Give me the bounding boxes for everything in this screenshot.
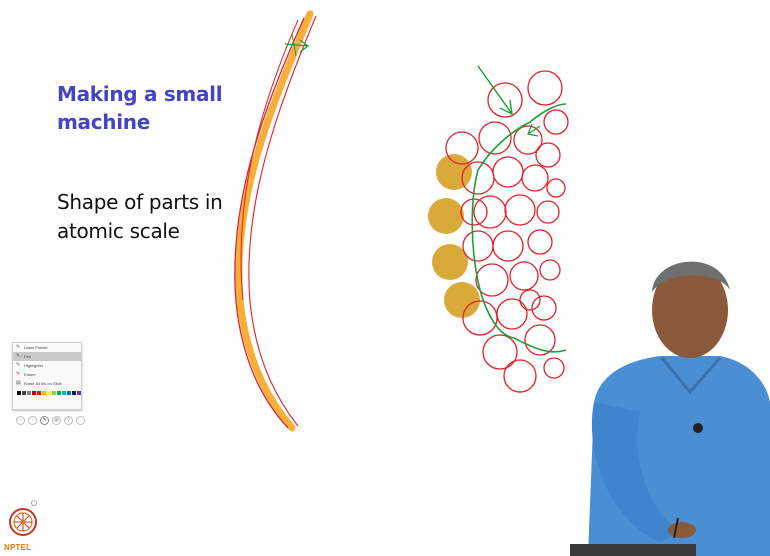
atom-gold — [432, 244, 468, 280]
pen-icon: ✎ — [16, 354, 21, 359]
pen-icon[interactable]: ✎ — [40, 416, 49, 425]
presenter-video — [570, 232, 770, 556]
pen-options-menu: ✎ Laser Pointer ✎ Pen ✎ Highlighter ✎ Er… — [12, 342, 82, 410]
zoom-icon[interactable]: ⚲ — [64, 416, 73, 425]
color-swatch[interactable] — [27, 391, 31, 395]
color-swatch[interactable] — [22, 391, 26, 395]
menu-item-label: Laser Pointer — [24, 345, 48, 350]
ink-arrow-green — [478, 66, 512, 114]
color-swatch[interactable] — [32, 391, 36, 395]
menu-item-label: Eraser — [24, 372, 36, 377]
menu-item-laser-pointer[interactable]: ✎ Laser Pointer — [13, 343, 81, 352]
slideshow-toolbar: ‹ › ✎ ▦ ⚲ … — [16, 416, 85, 425]
highlighter-stroke — [239, 14, 310, 428]
color-swatch[interactable] — [47, 391, 51, 395]
erase-all-icon: ▤ — [16, 381, 21, 386]
laser-pointer-icon: ✎ — [16, 345, 21, 350]
ink-stroke-green-outline — [472, 170, 566, 352]
color-swatch[interactable] — [37, 391, 41, 395]
previous-icon[interactable]: ‹ — [16, 416, 25, 425]
color-swatch[interactable] — [57, 391, 61, 395]
color-swatch[interactable] — [67, 391, 71, 395]
atom-gold — [436, 154, 472, 190]
menu-item-pen[interactable]: ✎ Pen — [13, 352, 81, 361]
more-icon[interactable]: … — [76, 416, 85, 425]
atom-gold — [444, 282, 480, 318]
menu-item-highlighter[interactable]: ✎ Highlighter — [13, 361, 81, 370]
menu-item-erase-all[interactable]: ▤ Erase All Ink on Slide — [13, 379, 81, 388]
color-swatch[interactable] — [77, 391, 81, 395]
color-swatch[interactable] — [72, 391, 76, 395]
logo-label: NPTEL — [4, 543, 31, 552]
eraser-icon: ✎ — [16, 372, 21, 377]
highlighter-icon: ✎ — [16, 363, 21, 368]
color-swatch[interactable] — [42, 391, 46, 395]
view-all-icon[interactable]: ▦ — [52, 416, 61, 425]
next-icon[interactable]: › — [28, 416, 37, 425]
color-swatch[interactable] — [17, 391, 21, 395]
menu-item-label: Highlighter — [24, 363, 43, 368]
color-swatch[interactable] — [62, 391, 66, 395]
menu-item-label: Erase All Ink on Slide — [24, 381, 62, 386]
color-swatch[interactable] — [52, 391, 56, 395]
atom-gold — [428, 198, 464, 234]
ink-color-palette — [13, 388, 81, 395]
ink-stroke-green-outline — [478, 104, 566, 170]
menu-item-eraser[interactable]: ✎ Eraser — [13, 370, 81, 379]
atom-layer-red — [446, 71, 568, 392]
menu-item-label: Pen — [24, 354, 31, 359]
